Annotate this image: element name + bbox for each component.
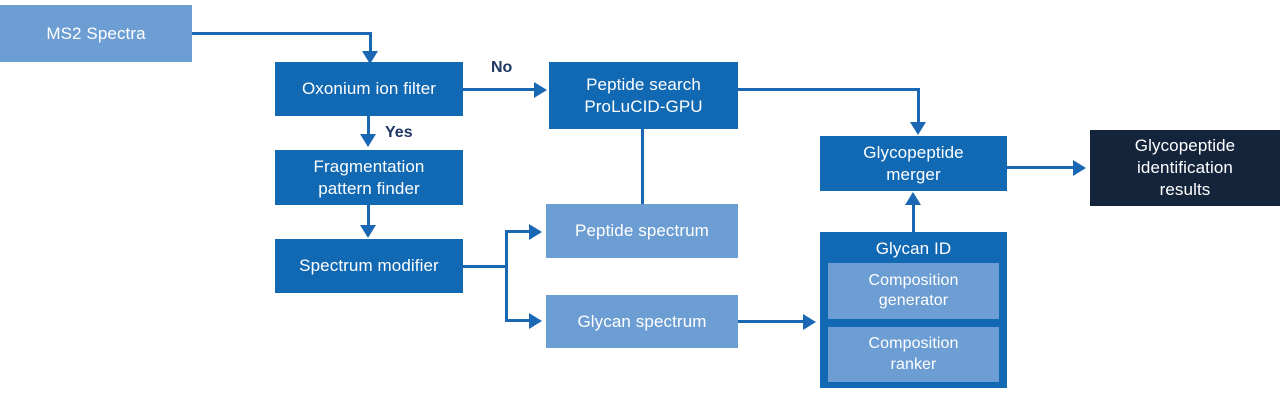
- arrowhead-specmod-to-peptide-spectrum: [529, 224, 542, 240]
- edge-peptide-spectrum-to-peptide-search: [641, 129, 644, 204]
- edge-specmod-to-glycan-spectrum: [505, 319, 532, 322]
- arrowhead-specmod-to-glycan-spectrum: [529, 313, 542, 329]
- edge-glycan-spectrum-to-glycan-id: [738, 320, 805, 323]
- edge-specmod-trunk: [463, 265, 508, 268]
- arrowhead-merger-to-results: [1073, 160, 1086, 176]
- node-oxonium-ion-filter[interactable]: Oxonium ion filter: [275, 62, 463, 116]
- node-glycan-id-label: Glycan ID: [875, 239, 952, 258]
- edge-specmod-to-peptide-spectrum: [505, 230, 532, 233]
- edge-ms2-to-oxonium-horizontal: [192, 32, 372, 35]
- edge-oxonium-to-fragfinder: [367, 116, 370, 136]
- arrowhead-glycan-id-to-merger: [905, 192, 921, 205]
- node-composition-ranker[interactable]: Composition ranker: [828, 327, 999, 382]
- node-ms2-spectra[interactable]: MS2 Spectra: [0, 5, 192, 62]
- edge-peptide-search-to-merger-vertical: [917, 88, 920, 124]
- node-composition-generator[interactable]: Composition generator: [828, 263, 999, 319]
- edge-ms2-to-oxonium-vertical: [369, 32, 372, 54]
- node-glycopeptide-merger[interactable]: Glycopeptide merger: [820, 136, 1007, 191]
- arrowhead-oxonium-to-peptide-search: [534, 82, 547, 98]
- arrowhead-oxonium-to-fragfinder: [360, 134, 376, 147]
- edge-merger-to-results: [1007, 166, 1075, 169]
- edge-label-yes: Yes: [385, 124, 413, 141]
- node-peptide-search[interactable]: Peptide search ProLuCID-GPU: [549, 62, 738, 129]
- edge-oxonium-to-peptide-search: [463, 88, 537, 91]
- node-fragmentation-pattern-finder[interactable]: Fragmentation pattern finder: [275, 150, 463, 205]
- arrowhead-ms2-to-oxonium: [362, 51, 378, 64]
- edge-peptide-search-to-merger-horizontal: [738, 88, 920, 91]
- arrowhead-fragfinder-to-specmod: [360, 225, 376, 238]
- arrowhead-peptide-search-to-merger: [910, 122, 926, 135]
- arrowhead-glycan-spectrum-to-glycan-id: [803, 314, 816, 330]
- node-glycopeptide-identification-results[interactable]: Glycopeptide identification results: [1090, 130, 1280, 206]
- edge-fragfinder-to-specmod: [367, 205, 370, 227]
- node-spectrum-modifier[interactable]: Spectrum modifier: [275, 239, 463, 293]
- edge-glycan-id-to-merger: [912, 205, 915, 233]
- node-glycan-spectrum[interactable]: Glycan spectrum: [546, 295, 738, 348]
- edge-specmod-split-vertical: [505, 230, 508, 322]
- edge-label-no: No: [491, 59, 513, 76]
- node-peptide-spectrum[interactable]: Peptide spectrum: [546, 204, 738, 258]
